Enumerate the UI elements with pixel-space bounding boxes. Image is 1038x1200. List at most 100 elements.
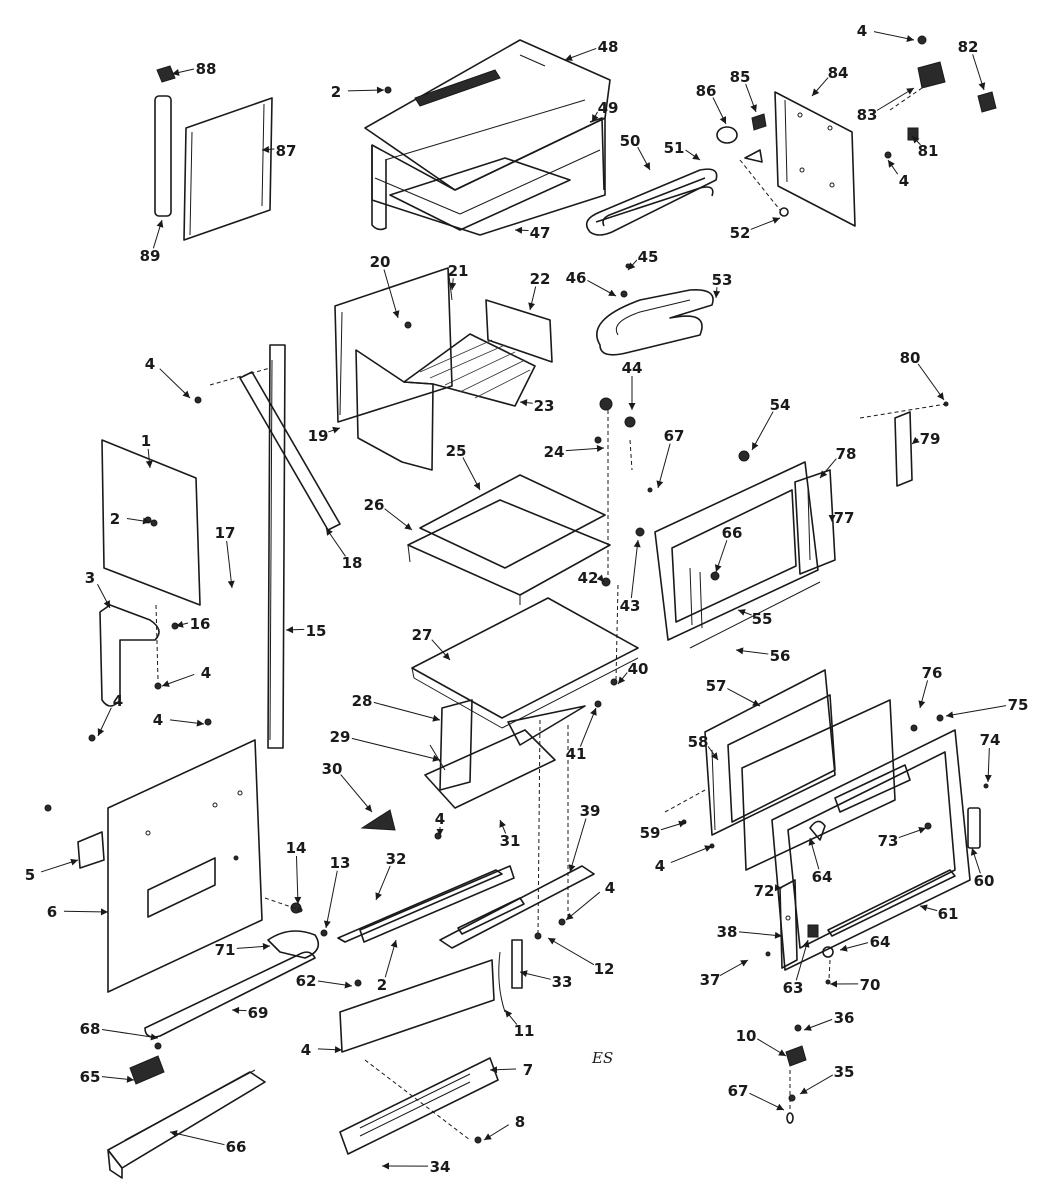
rail-32 [337,869,503,943]
callout-label-6: 6 [47,903,57,921]
oven-liner [334,267,553,471]
callout-label-62: 62 [296,972,317,990]
hinge-parts [884,35,997,159]
callout-label-44: 44 [622,359,643,377]
base-rail-8 [107,1069,266,1179]
callout-label-39: 39 [580,802,601,820]
callout-label-34: 34 [430,1158,451,1176]
callout-arrow-68 [150,1033,158,1041]
callout-label-53: 53 [712,271,733,289]
bracket-3 [99,604,160,707]
callout-arrow-49 [592,114,599,122]
callout-label-50: 50 [620,132,641,150]
callout-label-82: 82 [958,38,979,56]
callout-arrow-63 [802,940,810,948]
callout-arrow-79 [912,436,920,444]
callout-label-16: 16 [190,615,211,633]
callout-label-59: 59 [640,824,661,842]
callout-arrow-80 [937,392,944,400]
callout-label-64: 64 [870,933,891,951]
callout-arrow-56 [736,647,744,655]
callout-arrow-58 [711,752,718,760]
callout-label-79: 79 [920,430,941,448]
callout-arrow-41 [590,708,597,716]
callout-label-88: 88 [196,60,217,78]
callout-arrow-5 [70,858,78,866]
callout-arrow-13 [323,920,331,928]
rail-71 [827,869,956,937]
callout-leader-4 [159,368,191,399]
callout-label-83: 83 [857,106,878,124]
callout-arrow-4 [334,1046,342,1054]
callout-label-73: 73 [878,832,899,850]
callout-label-22: 22 [530,270,551,288]
callout-arrow-59 [678,820,686,828]
callout-label-85: 85 [730,68,751,86]
callout-label-4: 4 [435,810,445,828]
callout-label-67: 67 [728,1082,749,1100]
callout-arrow-36 [804,1024,812,1031]
callout-label-3: 3 [85,569,95,587]
callout-leader-54 [751,411,774,451]
callout-arrow-30 [364,804,372,812]
callout-arrow-72 [774,884,782,892]
callout-label-30: 30 [322,760,343,778]
callout-arrow-15 [286,626,294,634]
callout-arrow-81 [912,136,920,144]
callout-label-70: 70 [860,976,881,994]
callout-label-20: 20 [370,253,391,271]
callout-label-35: 35 [834,1063,855,1081]
callout-arrow-65 [126,1075,134,1083]
callout-label-4: 4 [201,664,211,682]
callout-label-25: 25 [446,442,467,460]
callout-arrow-12 [548,938,556,945]
vent-37-36 [498,939,523,1013]
callout-arrow-34 [382,1162,390,1170]
callout-arrow-77 [828,514,836,522]
callout-arrow-28 [432,714,440,722]
callout-leader-4 [670,845,713,863]
callout-arrow-51 [692,153,700,160]
left-front-panel-1 [101,439,201,606]
callout-arrow-86 [719,116,727,124]
callout-label-45: 45 [638,248,659,266]
callout-arrow-67 [776,1103,784,1111]
callout-label-26: 26 [364,496,385,514]
callout-leader-28 [373,701,441,721]
drawer-28-31 [360,699,586,831]
callout-label-76: 76 [922,664,943,682]
callout-arrow-11 [505,1010,513,1018]
toe-kick-35 [339,1057,499,1155]
callout-arrow-54 [752,442,759,450]
callout-leader-80 [917,363,945,401]
callout-arrow-4 [436,829,444,836]
callout-label-81: 81 [918,142,939,160]
callout-arrow-42 [596,574,604,582]
callout-arrow-6 [100,908,108,916]
callout-label-68: 68 [80,1020,101,1038]
callout-label-15: 15 [306,622,327,640]
callout-arrow-4 [97,728,105,736]
callout-label-23: 23 [534,397,555,415]
callout-leader-39 [569,818,587,873]
callout-arrow-24 [596,444,604,452]
oven-top-assembly [364,39,611,236]
callout-label-38: 38 [717,923,738,941]
callout-leader-68 [101,1028,159,1039]
callout-leader-4 [565,891,601,921]
callout-label-8: 8 [515,1113,525,1131]
oven-bottom-27 [411,597,639,729]
callout-leader-38 [738,931,783,937]
callout-label-61: 61 [938,905,959,923]
rail-33 [359,865,515,943]
hardware-65-70 [785,946,834,1124]
side-panel-6 [107,739,263,993]
callout-label-52: 52 [730,224,751,242]
callout-label-41: 41 [566,745,587,763]
callout-arrow-53 [713,290,721,298]
callout-label-5: 5 [25,866,35,884]
callout-leader-66 [169,1131,225,1146]
callout-label-64: 64 [812,868,833,886]
callout-arrow-66 [170,1130,178,1137]
